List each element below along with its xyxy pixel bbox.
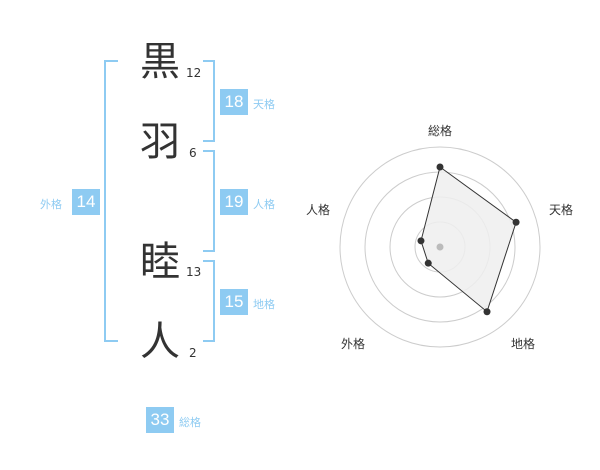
jinkaku-bracket bbox=[203, 150, 215, 252]
radar-point-1 bbox=[436, 163, 444, 171]
radar-point-2 bbox=[512, 218, 520, 226]
radar-center-dot bbox=[436, 243, 444, 251]
radar-point-3 bbox=[483, 308, 491, 316]
soukaku-label: 総格 bbox=[179, 416, 201, 429]
name-char-4: 人 bbox=[140, 319, 180, 365]
chikaku-label: 地格 bbox=[253, 298, 275, 311]
gaikaku-score-badge: 14 bbox=[72, 189, 100, 215]
jinkaku-label: 人格 bbox=[253, 198, 275, 211]
radar-grid-ring bbox=[339, 146, 541, 348]
stroke-count-4: 2 bbox=[189, 346, 197, 360]
tenkaku-bracket bbox=[203, 60, 215, 142]
stroke-count-3: 13 bbox=[186, 265, 202, 279]
name-char-1: 黒 bbox=[140, 39, 180, 85]
chikaku-score-badge: 15 bbox=[220, 289, 248, 315]
jinkaku-score-badge: 19 bbox=[220, 189, 248, 215]
radar-point-5 bbox=[417, 237, 425, 245]
radar-data-polygon bbox=[420, 166, 517, 313]
name-char-2: 羽 bbox=[140, 119, 180, 165]
radar-axis-label-jinkaku: 人格 bbox=[306, 203, 331, 217]
gaikaku-label: 外格 bbox=[40, 198, 62, 211]
radar-axis-label-soukaku: 総格 bbox=[428, 124, 453, 138]
name-char-3: 睦 bbox=[140, 239, 180, 285]
soukaku-score-badge: 33 bbox=[146, 407, 174, 433]
stroke-count-2: 6 bbox=[189, 146, 197, 160]
radar-axis-label-tenkaku: 天格 bbox=[549, 203, 574, 217]
gaikaku-bracket bbox=[104, 60, 118, 342]
tenkaku-label: 天格 bbox=[253, 98, 275, 111]
radar-axis-label-gaikaku: 外格 bbox=[341, 337, 366, 351]
chikaku-bracket bbox=[203, 260, 215, 342]
radar-point-4 bbox=[424, 259, 432, 267]
stroke-count-1: 12 bbox=[186, 66, 202, 80]
tenkaku-score-badge: 18 bbox=[220, 89, 248, 115]
radar-axis-label-chikaku: 地格 bbox=[511, 337, 536, 351]
